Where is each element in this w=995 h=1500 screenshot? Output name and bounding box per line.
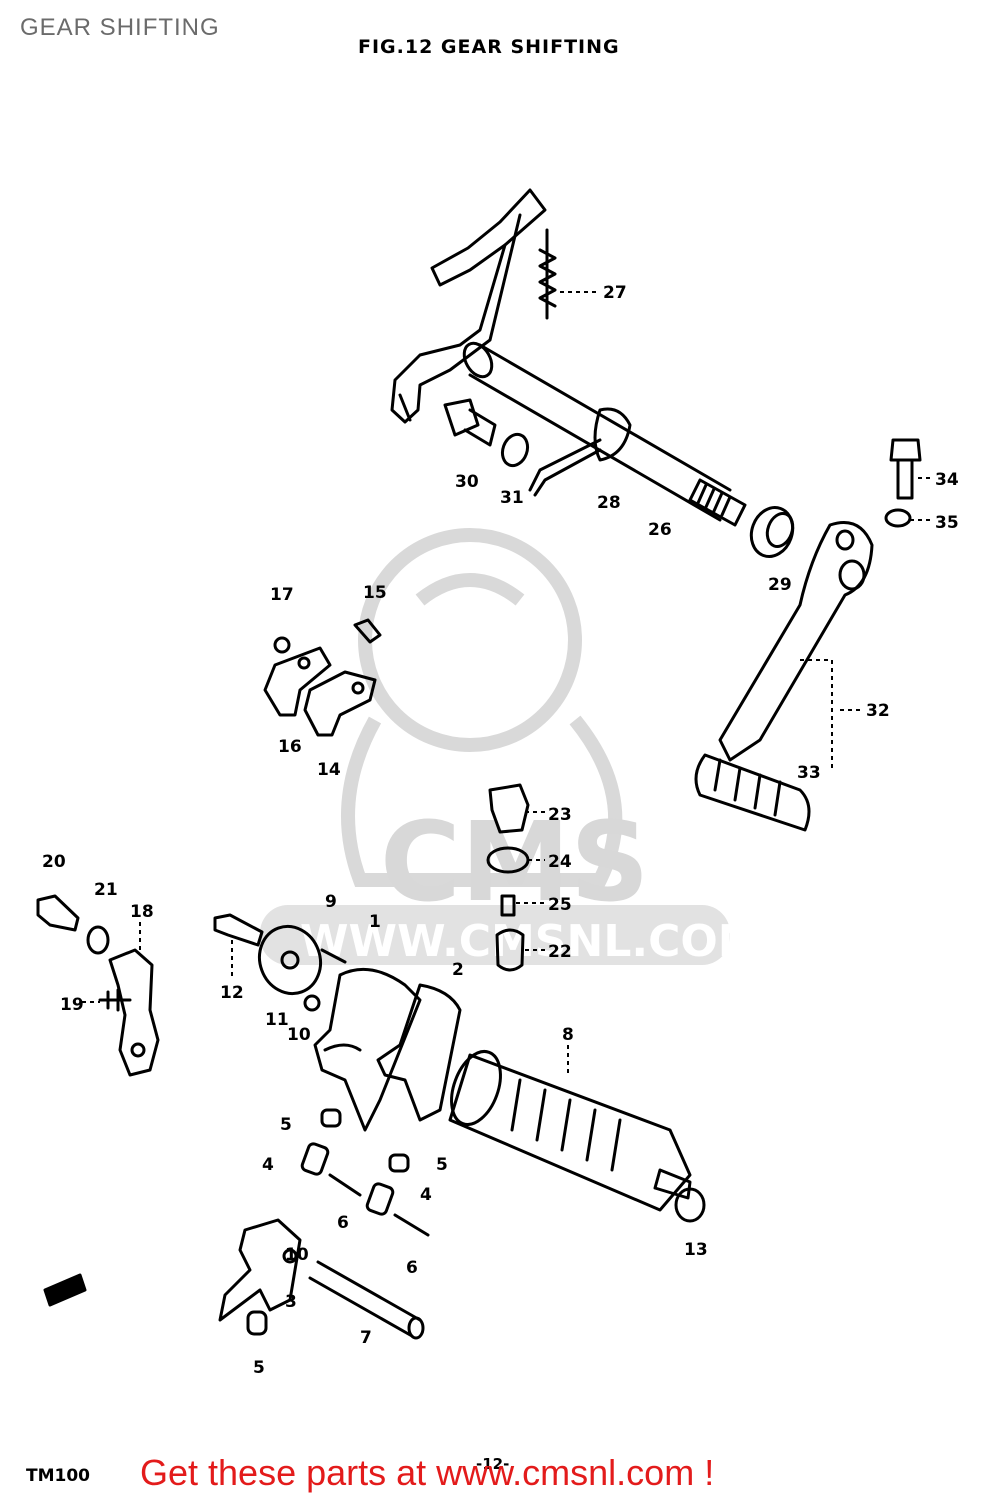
label-8: 8 — [562, 1025, 574, 1045]
arrow-marker — [43, 1273, 87, 1307]
label-26: 26 — [648, 520, 672, 540]
shift-cam-stopper-part-18 — [108, 948, 160, 1077]
label-10-fork: 10 — [285, 1245, 309, 1265]
label-5-right: 5 — [436, 1155, 448, 1175]
gearshift-fork-part-3 — [218, 1218, 302, 1322]
fork-shaft-part-7 — [308, 1260, 425, 1340]
label-13: 13 — [684, 1240, 708, 1260]
washer-part-21 — [86, 925, 110, 955]
washer-part-35 — [884, 508, 912, 528]
spring-part-27 — [538, 228, 557, 320]
label-5-bottom: 5 — [253, 1358, 265, 1378]
stopper-plate-part-16 — [263, 646, 332, 717]
watermark-mascot — [341, 528, 623, 887]
model-code: TM100 — [26, 1466, 90, 1486]
label-4-left: 4 — [262, 1155, 274, 1175]
label-14: 14 — [317, 760, 341, 780]
return-spring-part-28 — [528, 407, 632, 497]
fork-pin-part-4-left — [300, 1142, 330, 1176]
label-24: 24 — [548, 852, 572, 872]
gearshift-fork-part-2 — [376, 983, 462, 1122]
label-28: 28 — [597, 493, 621, 513]
pin-part-9 — [320, 948, 347, 964]
gearshift-cam-part-8 — [448, 1050, 692, 1212]
page-number: -12- — [476, 1455, 510, 1473]
label-10: 10 — [287, 1025, 311, 1045]
part-labels: 27 30 31 28 26 29 34 35 32 33 17 15 16 1… — [42, 283, 959, 1378]
label-21: 21 — [94, 880, 118, 900]
label-22: 22 — [548, 942, 572, 962]
oil-seal-part-13 — [674, 1187, 706, 1223]
spring-part-19 — [98, 988, 132, 1012]
label-7: 7 — [360, 1328, 372, 1348]
label-32: 32 — [866, 701, 890, 721]
gearshift-fork-part-1 — [313, 967, 422, 1132]
washer-part-31 — [500, 432, 530, 468]
watermark-url: WWW.CMSNL.COM — [300, 916, 762, 967]
label-6-left: 6 — [337, 1213, 349, 1233]
bolt-part-6-right — [393, 1213, 430, 1237]
label-9: 9 — [325, 892, 337, 912]
fork-pin-part-4-right — [365, 1182, 395, 1216]
page-title: GEAR SHIFTING — [20, 14, 220, 41]
gearshift-arm — [390, 188, 547, 424]
footer-ad-link[interactable]: Get these parts at www.cmsnl.com ! — [140, 1452, 715, 1493]
stopper-plate-part-14 — [303, 670, 377, 737]
pedal-rubber-part-33 — [694, 753, 811, 832]
label-20: 20 — [42, 852, 66, 872]
bolt-part-6-left — [328, 1173, 362, 1197]
plug-part-23 — [488, 783, 530, 834]
leader-32 — [800, 659, 862, 770]
label-12: 12 — [220, 983, 244, 1003]
gearshift-lever-part-32 — [718, 521, 874, 762]
spring-part-25 — [500, 894, 516, 917]
label-5-upper: 5 — [280, 1115, 292, 1135]
label-23: 23 — [548, 805, 572, 825]
plunger-part-22 — [495, 928, 525, 972]
roller-part-5-right — [388, 1153, 410, 1173]
pin-part-10 — [303, 994, 321, 1012]
label-16: 16 — [278, 737, 302, 757]
oil-seal-part-29 — [749, 506, 795, 558]
roller-part-5-bottom — [246, 1310, 268, 1336]
nut-part-17 — [273, 636, 291, 654]
roller-part-5-upper — [320, 1108, 342, 1128]
bolt-part-20 — [36, 894, 80, 932]
label-35: 35 — [935, 513, 959, 533]
label-17: 17 — [270, 585, 294, 605]
label-2: 2 — [452, 960, 464, 980]
label-11: 11 — [265, 1010, 289, 1030]
cam-plate-part-11 — [258, 924, 322, 996]
label-33: 33 — [797, 763, 821, 783]
label-1: 1 — [369, 912, 381, 932]
label-34: 34 — [935, 470, 959, 490]
label-18: 18 — [130, 902, 154, 922]
label-3: 3 — [285, 1292, 297, 1312]
pin-bolt-part-30 — [443, 398, 497, 447]
label-30: 30 — [455, 472, 479, 492]
bolt-part-34 — [889, 438, 922, 500]
label-19: 19 — [60, 995, 84, 1015]
label-4-right: 4 — [420, 1185, 432, 1205]
label-25: 25 — [548, 895, 572, 915]
label-31: 31 — [500, 488, 524, 508]
figure-title: FIG.12 GEAR SHIFTING — [358, 36, 620, 58]
screw-part-15 — [353, 618, 382, 644]
label-15: 15 — [363, 583, 387, 603]
label-6-right: 6 — [406, 1258, 418, 1278]
label-29: 29 — [768, 575, 792, 595]
label-27: 27 — [603, 283, 627, 303]
screw-part-12 — [213, 913, 264, 947]
watermark-url-band — [260, 905, 730, 965]
